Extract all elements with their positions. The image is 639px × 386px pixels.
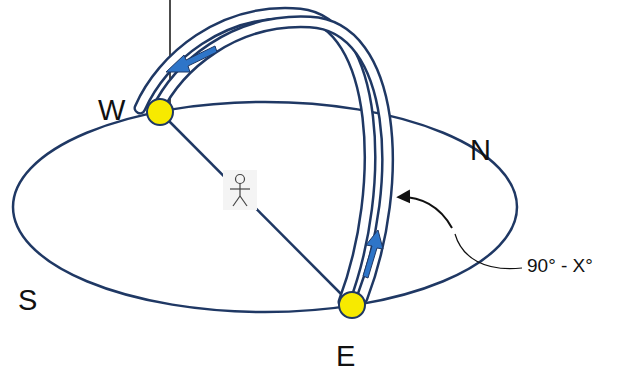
horizon-ellipse (13, 102, 517, 312)
east-west-line (160, 112, 352, 305)
observer-figure (223, 170, 257, 210)
sun-path-bands (140, 13, 388, 302)
sun-dot (147, 99, 173, 125)
compass-label: N (470, 136, 491, 165)
angle-label: 90° - X° (527, 256, 593, 275)
sun-dot (339, 292, 365, 318)
direction-arrows (166, 46, 383, 278)
compass-label: E (336, 342, 355, 371)
compass-label: S (18, 286, 37, 315)
compass-label: W (98, 96, 125, 125)
angle-arrow (399, 197, 452, 228)
leader-line (455, 234, 522, 269)
